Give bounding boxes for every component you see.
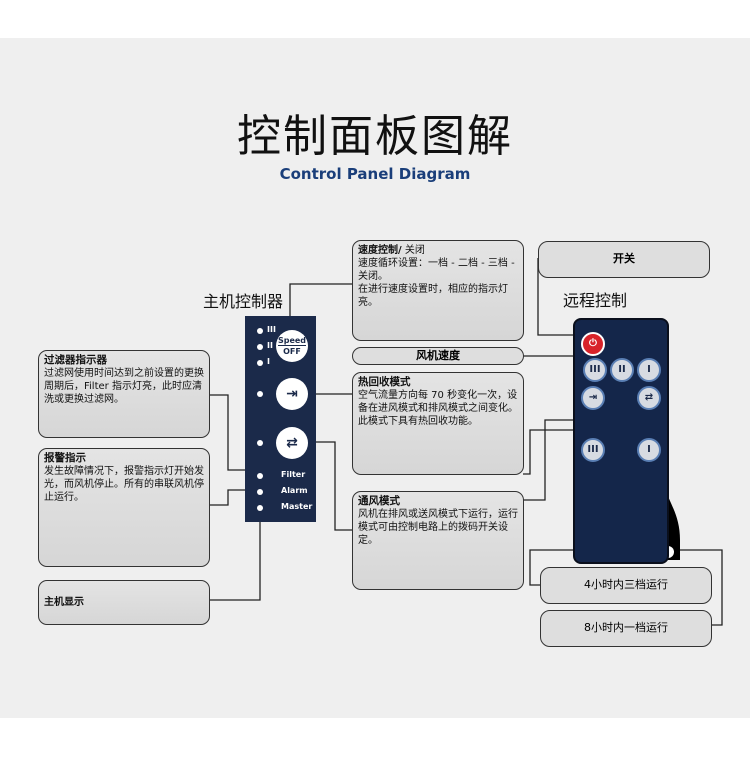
- heat-recovery-box: 热回收模式空气流量方向每 70 秒变化一次，设备在进风模式和排风模式之间变化。此…: [352, 372, 524, 475]
- speed-3-led: [257, 328, 263, 334]
- box-text: 发生故障情况下，报警指示灯开始发光，而风机停止。所有的串联风机停止运行。: [44, 466, 204, 503]
- remote-control: ⏻ III II I ⇥ ⇄ III I: [573, 318, 669, 564]
- ventilation-led: [257, 440, 263, 446]
- remote-ventilation-button[interactable]: ⇄: [637, 386, 661, 410]
- power-icon: ⏻: [589, 338, 597, 349]
- remote-label: 远程控制: [563, 291, 628, 310]
- alarm-led: [257, 489, 263, 495]
- speed-1-led: [257, 360, 263, 366]
- speed-1-label: I: [267, 357, 270, 366]
- house-arrow-in-icon: ⇥: [286, 386, 298, 402]
- speed-3-label: III: [267, 325, 276, 334]
- master-display-box: 主机显示: [38, 580, 210, 625]
- house-arrows-icon: ⇄: [644, 392, 654, 403]
- box-title: 通风模式: [358, 495, 400, 507]
- remote-speed-2-button[interactable]: II: [610, 358, 634, 382]
- speed-control-box: 速度控制/ 关闭速度循环设置：一档 - 二档 - 三档 - 关闭。 在进行速度设…: [352, 240, 524, 341]
- box-text: 过滤网使用时间达到之前设置的更换周期后，Filter 指示灯亮，此时应清洗或更换…: [44, 368, 204, 405]
- remote-heat-recovery-button[interactable]: ⇥: [581, 386, 605, 410]
- ventilation-box: 通风模式风机在排风或送风模式下运行，运行模式可由控制电路上的拨码开关设定。: [352, 491, 524, 590]
- remote-speed-3-button[interactable]: III: [583, 358, 607, 382]
- box-text: 空气流量方向每 70 秒变化一次，设备在进风模式和排风模式之间变化。此模式下具有…: [358, 390, 518, 427]
- box-text: 速度循环设置：一档 - 二档 - 三档 - 关闭。 在进行速度设置时，相应的指示…: [358, 258, 515, 308]
- timer-4h-box: 4小时内三档运行: [540, 567, 712, 604]
- house-arrow-in-icon: ⇥: [588, 392, 598, 403]
- heat-recovery-led: [257, 391, 263, 397]
- speed-text: Speed: [277, 336, 307, 346]
- page-title: 控制面板图解: [237, 111, 513, 162]
- alarm-indicator-box: 报警指示发生故障情况下，报警指示灯开始发光，而风机停止。所有的串联风机停止运行。: [38, 448, 210, 567]
- filter-indicator-box: 过滤器指示器过滤网使用时间达到之前设置的更换周期后，Filter 指示灯亮，此时…: [38, 350, 210, 438]
- box-title: 过滤器指示器: [44, 354, 107, 366]
- fan-speed-box: 风机速度: [352, 347, 524, 365]
- power-button[interactable]: ⏻: [581, 332, 605, 356]
- house-arrows-icon: ⇄: [286, 435, 298, 451]
- timer-8h-button[interactable]: I: [637, 438, 661, 462]
- box-title: 报警指示: [44, 452, 86, 464]
- box-title: 速度控制/: [358, 245, 402, 256]
- heat-recovery-button[interactable]: ⇥: [276, 378, 308, 410]
- alarm-label: Alarm: [281, 486, 308, 495]
- master-led: [257, 505, 263, 511]
- timer-8h-box: 8小时内一档运行: [540, 610, 712, 647]
- speed-2-label: II: [267, 341, 273, 350]
- speed-2-led: [257, 344, 263, 350]
- box-title: 热回收模式: [358, 376, 411, 388]
- master-label: Master: [281, 502, 313, 511]
- page-subtitle: Control Panel Diagram: [279, 165, 471, 183]
- timer-4h-button[interactable]: III: [581, 438, 605, 462]
- box-text: 风机在排风或送风模式下运行，运行模式可由控制电路上的拨码开关设定。: [358, 509, 518, 546]
- filter-label: Filter: [281, 470, 306, 479]
- box-title-rest: 关闭: [401, 245, 425, 256]
- main-unit-label: 主机控制器: [203, 292, 284, 311]
- off-text: OFF: [283, 347, 301, 356]
- power-box: 开关: [538, 241, 710, 278]
- remote-speed-1-button[interactable]: I: [637, 358, 661, 382]
- ventilation-button[interactable]: ⇄: [276, 427, 308, 459]
- filter-led: [257, 473, 263, 479]
